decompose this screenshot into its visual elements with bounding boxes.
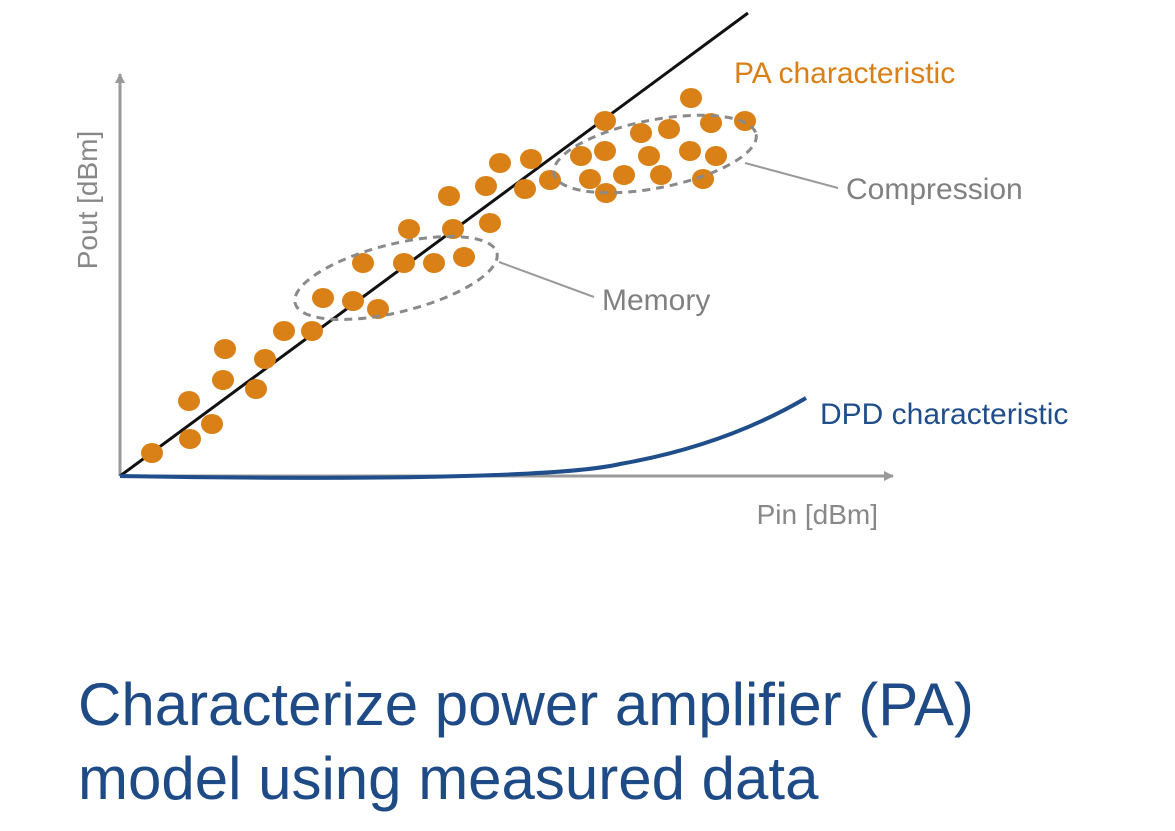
- pa-point: [301, 321, 323, 341]
- pa-point: [570, 146, 592, 166]
- pa-point: [423, 253, 445, 273]
- compression-ellipse: [552, 113, 758, 195]
- memory-leader-line: [498, 261, 595, 298]
- linear-line: [119, 11, 749, 478]
- pa-point: [594, 141, 616, 161]
- pa-scatter-points: [141, 88, 756, 463]
- pa-point: [393, 253, 415, 273]
- pa-point: [201, 414, 223, 434]
- caption-line-2: model using measured data: [78, 745, 819, 812]
- pa-point: [398, 219, 420, 239]
- pa-point: [367, 299, 389, 319]
- dpd-characteristic-label: DPD characteristic: [820, 398, 1068, 431]
- pa-point: [679, 141, 701, 161]
- pa-point: [479, 213, 501, 233]
- pa-point: [141, 443, 163, 463]
- pa-point: [245, 379, 267, 399]
- memory-label: Memory: [602, 284, 710, 317]
- pa-point: [214, 339, 236, 359]
- pa-point: [453, 247, 475, 267]
- pa-point: [630, 123, 652, 143]
- pa-point: [489, 153, 511, 173]
- x-axis-label: Pin [dBm]: [757, 499, 878, 530]
- pa-point: [638, 146, 660, 166]
- pa-point: [514, 179, 536, 199]
- pa-point: [579, 169, 601, 189]
- y-axis-label: Pout [dBm]: [72, 131, 103, 270]
- pa-point: [705, 146, 727, 166]
- pa-point: [539, 170, 561, 190]
- pa-point: [179, 429, 201, 449]
- dpd-curve: [119, 396, 808, 480]
- pa-characteristic-label: PA characteristic: [734, 57, 955, 90]
- compression-label: Compression: [846, 173, 1023, 206]
- pa-point: [613, 165, 635, 185]
- pa-dpd-diagram: Pout [dBm] Pin [dBm] Memory Compression …: [72, 11, 1068, 530]
- pa-point: [594, 111, 616, 131]
- pa-point: [520, 149, 542, 169]
- pa-point: [352, 253, 374, 273]
- pa-point: [658, 119, 680, 139]
- memory-ellipse: [293, 235, 499, 321]
- pa-point: [312, 288, 334, 308]
- pa-point: [212, 370, 234, 390]
- pa-point: [438, 186, 460, 206]
- compression-leader-line: [744, 162, 839, 189]
- pa-point: [254, 349, 276, 369]
- caption-title: Characterize power amplifier (PA) model …: [78, 668, 1158, 816]
- pa-point: [475, 176, 497, 196]
- pa-point: [692, 169, 714, 189]
- caption-line-1: Characterize power amplifier (PA): [78, 671, 974, 738]
- pa-point: [650, 165, 672, 185]
- pa-point: [700, 113, 722, 133]
- pa-point: [442, 219, 464, 239]
- pa-point: [680, 88, 702, 108]
- pa-point: [342, 291, 364, 311]
- pa-point: [273, 321, 295, 341]
- pa-point: [178, 391, 200, 411]
